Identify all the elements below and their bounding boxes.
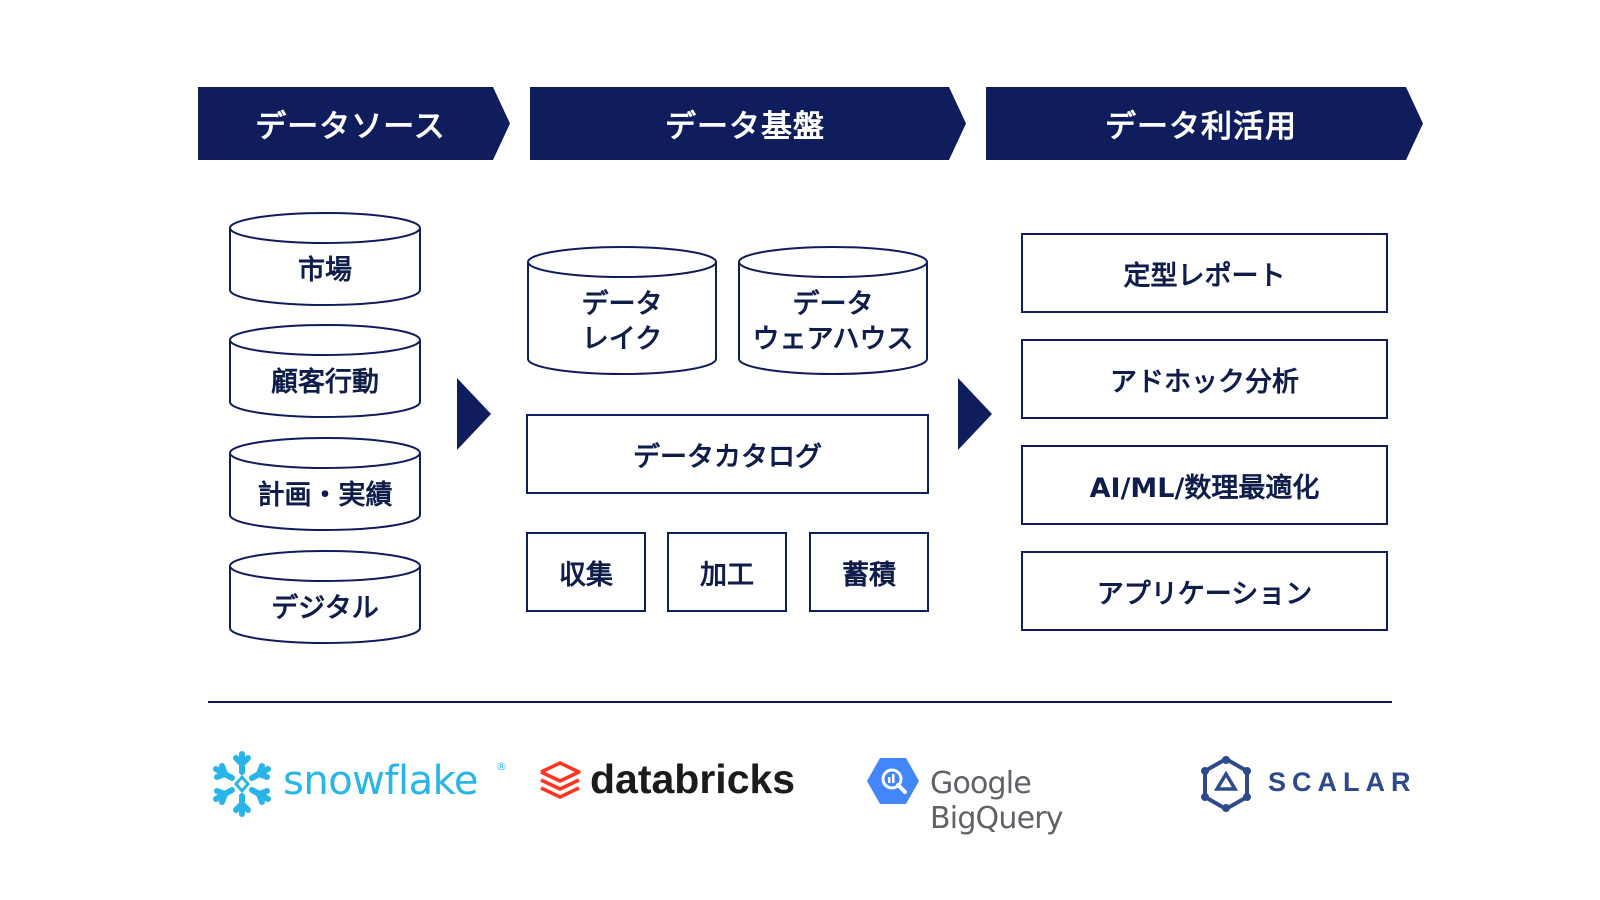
use-adhoc-analysis-label: アドホック分析 [1110,366,1299,398]
data-warehouse-label-line1: データ [792,289,874,320]
source-label-digital: デジタル [271,593,379,624]
header-data-utilization: データ利活用 [986,87,1416,160]
databricks-wordmark: databricks [590,756,796,802]
cylinder-shape [229,324,421,418]
cylinder-shape [229,437,421,531]
snowflake-registered-mark: ® [496,760,507,773]
use-standard-report-box: 定型レポート [1021,233,1388,313]
header-arrow-platform [530,87,966,160]
data-warehouse-label-line2: ウェアハウス [752,324,914,355]
use-standard-report-label: 定型レポート [1123,260,1286,292]
source-label-market: 市場 [298,255,352,286]
data-catalog-label: データカタログ [633,441,822,473]
header-data-utilization-label: データ利活用 [1105,109,1297,145]
use-ai-ml-optimization-label: AI/ML/数理最適化 [1089,472,1320,504]
step-store-box: 蓄積 [809,532,929,612]
step-store-label: 蓄積 [842,559,896,591]
use-ai-ml-optimization-box: AI/ML/数理最適化 [1021,445,1388,525]
data-lake-cylinder: データ レイク [526,245,718,376]
source-label-customer-behavior: 顧客行動 [271,367,379,398]
source-label-plan-actual: 計画・実績 [257,480,393,511]
data-lake-label-line1: データ [581,289,663,320]
step-process-box: 加工 [667,532,787,612]
bigquery-logo: Google BigQuery [866,754,1166,836]
header-data-platform: データ基盤 [530,87,960,160]
data-catalog-box: データカタログ [526,414,929,494]
step-process-label: 加工 [700,559,754,591]
step-collect-label: 収集 [559,559,613,591]
databricks-logo: databricks [538,752,828,812]
source-cylinder-customer-behavior: 顧客行動 [228,323,422,419]
header-data-sources: データソース [198,87,503,160]
scalar-icon [1201,756,1251,812]
use-adhoc-analysis-box: アドホック分析 [1021,339,1388,419]
snowflake-wordmark: snowflake [283,758,478,804]
scalar-logo: SCALAR [1198,754,1411,814]
step-collect-box: 収集 [526,532,646,612]
data-warehouse-cylinder: データ ウェアハウス [737,245,929,376]
bigquery-icon [867,758,919,804]
divider-line [208,701,1392,703]
cylinder-shape [229,212,421,306]
source-cylinder-plan-actual: 計画・実績 [228,436,422,532]
use-application-box: アプリケーション [1021,551,1388,631]
source-cylinder-digital: デジタル [228,549,422,645]
cylinder-shape [229,550,421,644]
snowflake-logo: snowflake ® [208,748,508,818]
header-data-sources-label: データソース [255,109,446,145]
data-lake-label-line2: レイク [581,324,663,355]
cylinder-shape [527,246,717,375]
header-data-platform-label: データ基盤 [665,109,825,145]
header-arrow-sources [198,87,510,160]
flow-arrow-platform-to-uses [958,378,992,450]
bigquery-wordmark: Google BigQuery [930,766,1064,836]
source-cylinder-market: 市場 [228,211,422,307]
flow-arrow-sources-to-platform [457,378,491,450]
cylinder-shape [738,246,928,375]
databricks-icon [540,761,581,799]
scalar-wordmark: SCALAR [1268,767,1417,797]
snowflake-icon [213,751,271,817]
header-arrow-uses [986,87,1423,160]
use-application-label: アプリケーション [1096,578,1313,610]
